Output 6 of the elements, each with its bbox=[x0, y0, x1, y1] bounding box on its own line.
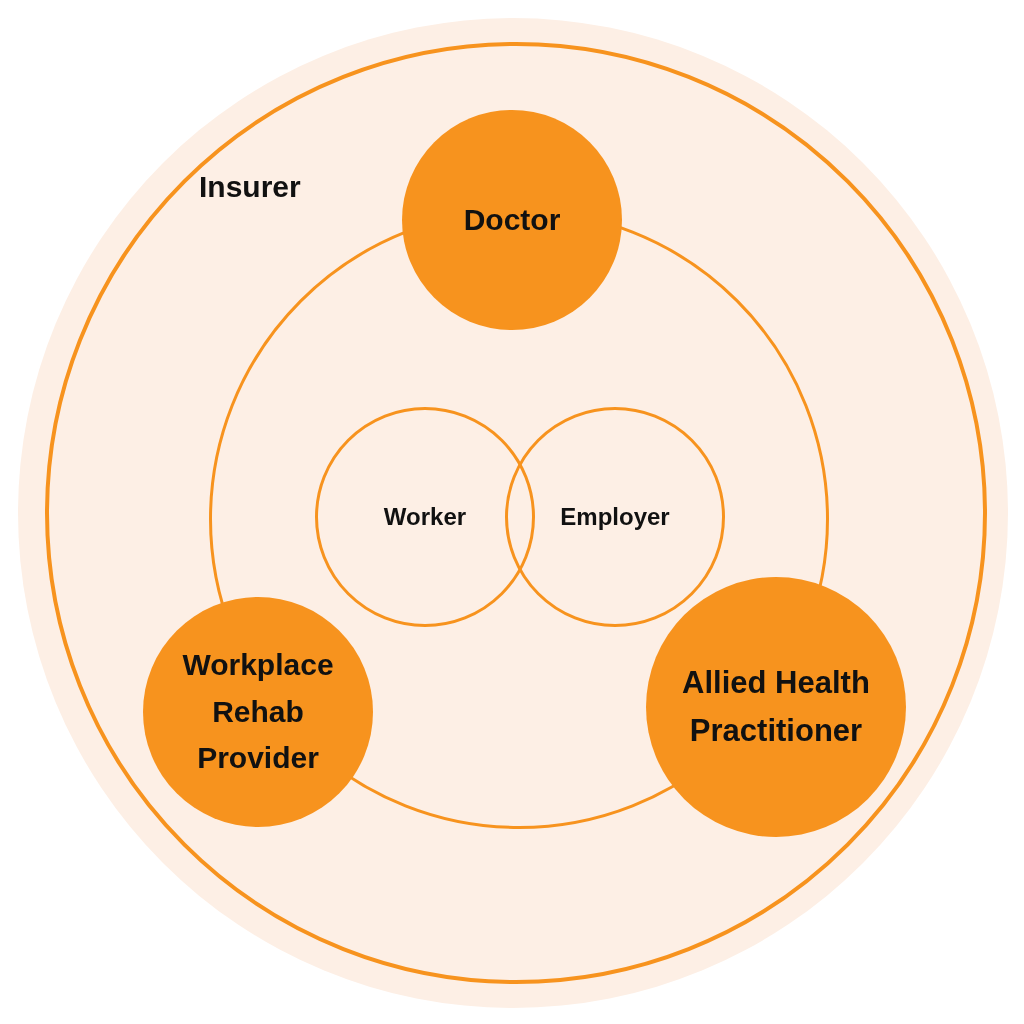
circle-label: Doctor bbox=[462, 201, 562, 238]
circle-label: Worker bbox=[382, 502, 468, 533]
circle-label: Workplace Rehab Provider bbox=[181, 647, 335, 777]
circle-label: Employer bbox=[559, 502, 671, 533]
circle-label: Insurer bbox=[199, 169, 301, 205]
circle-label: Allied Health Practitioner bbox=[681, 663, 871, 750]
